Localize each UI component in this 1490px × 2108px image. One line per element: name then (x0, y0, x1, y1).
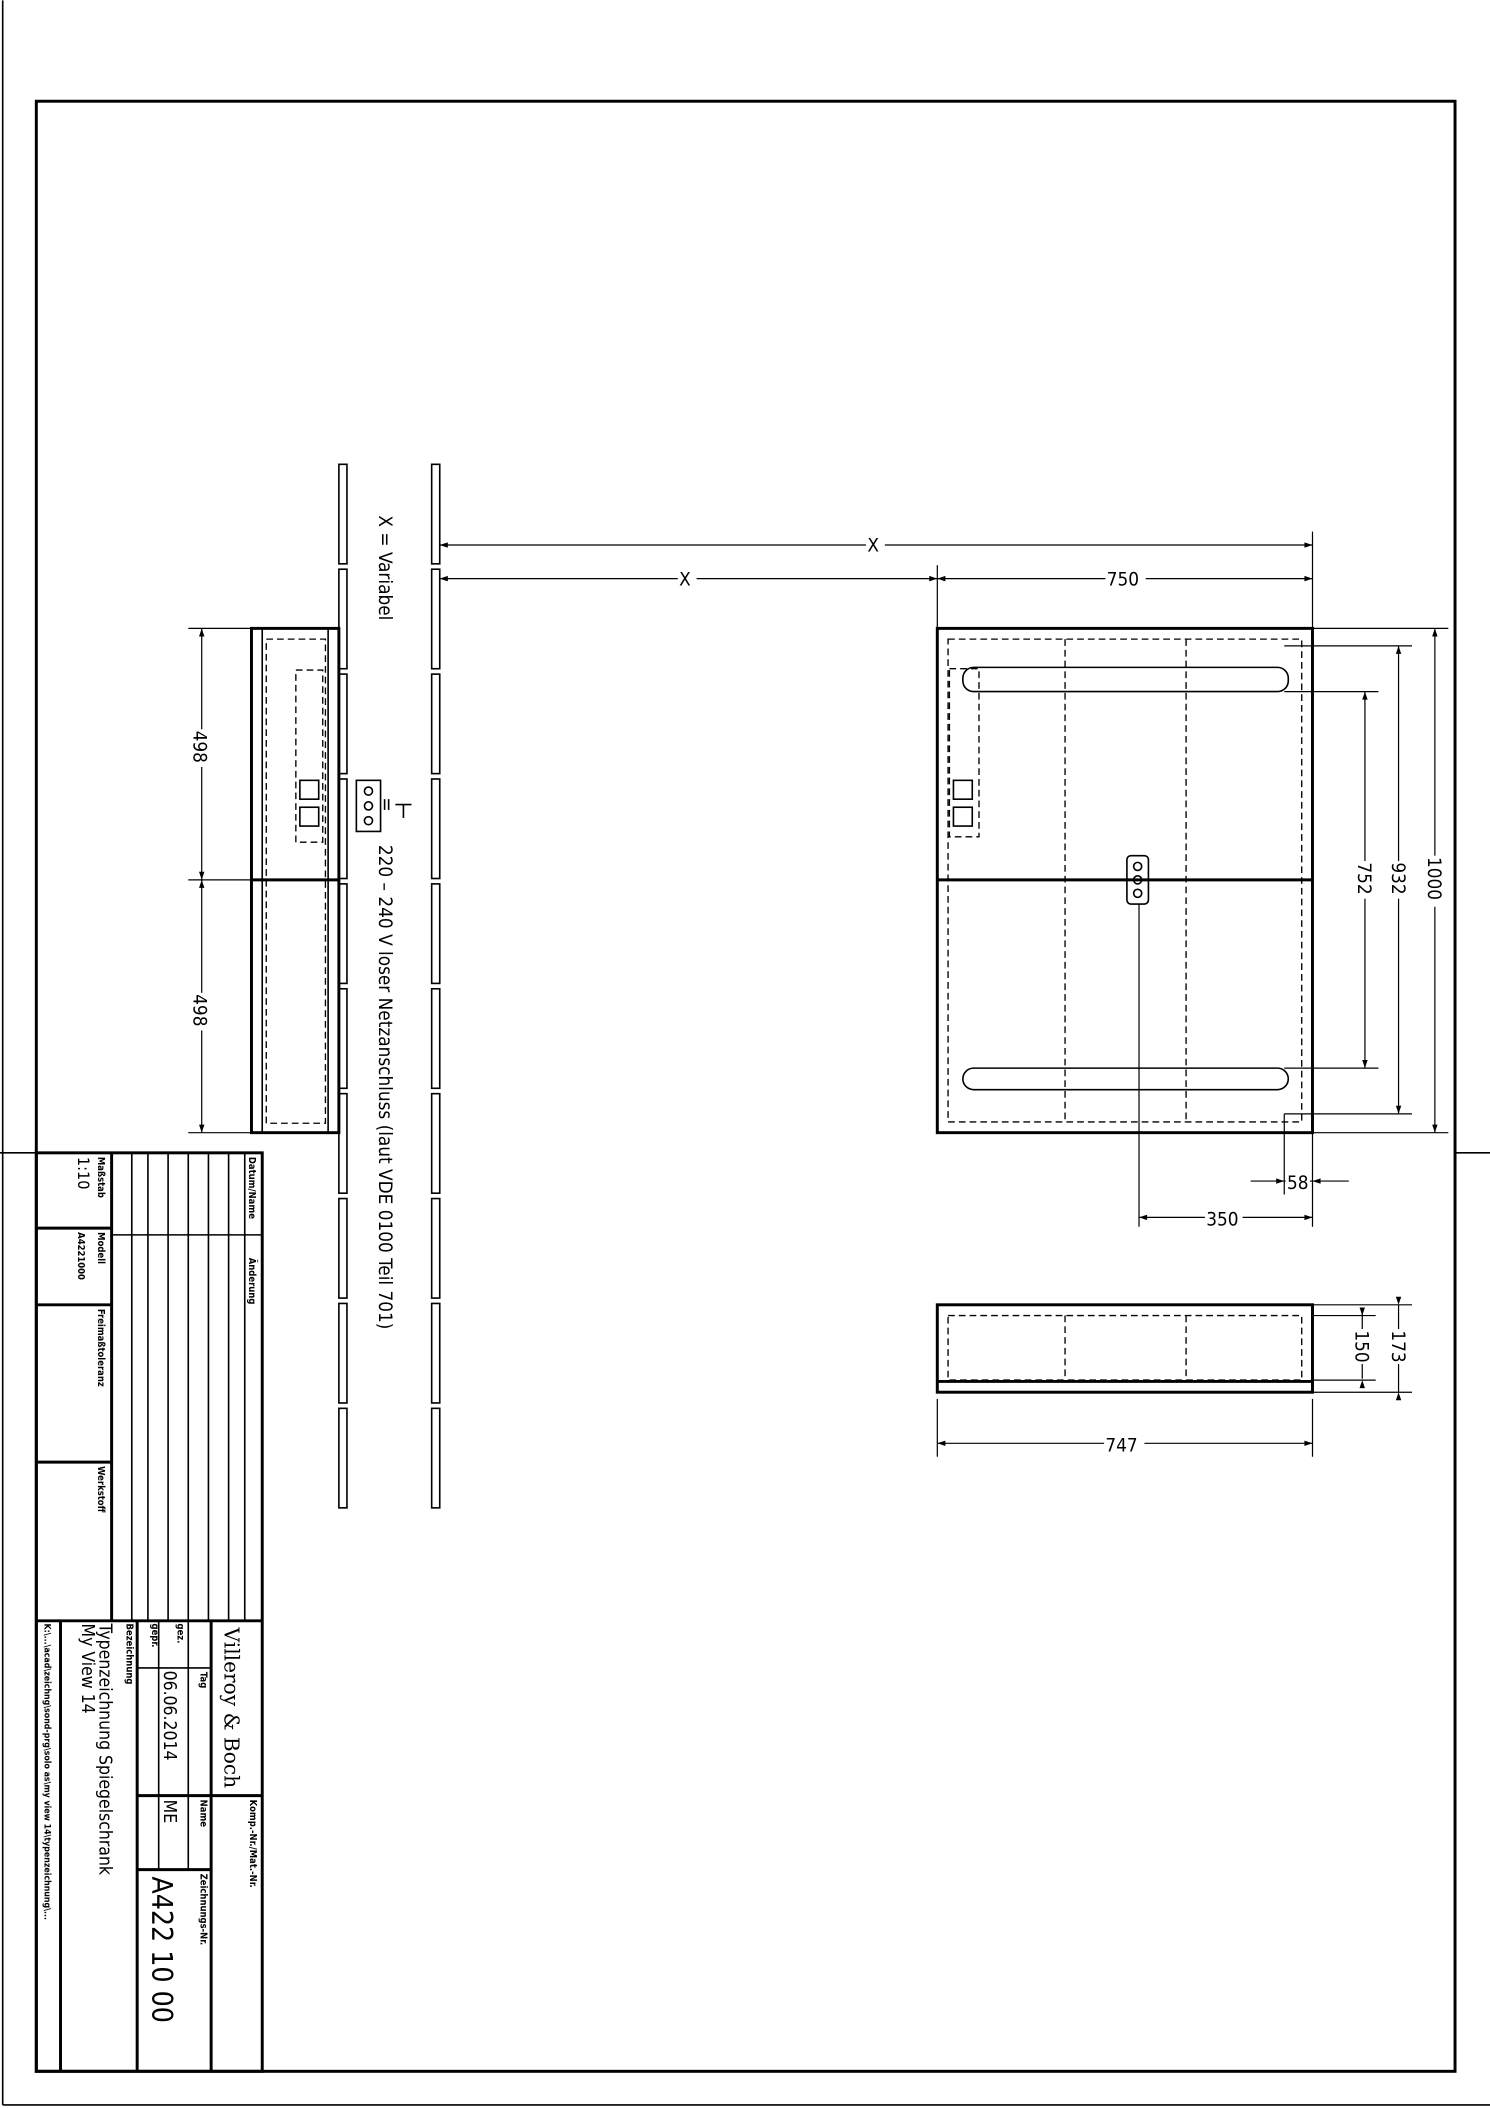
dim-350: 350 (1206, 1209, 1238, 1230)
gepr-label: gepr. (149, 1624, 160, 1648)
file-path: K:\...\acad\zeichng\sond-prg\solo as\my … (41, 1624, 51, 1920)
bezeichnung-line2: My View 14 (77, 1624, 97, 1714)
dimension-arrow (1395, 1392, 1402, 1401)
dimension-arrow (937, 1440, 946, 1446)
front-view (935, 626, 1314, 1227)
dimension-arrow (1304, 542, 1313, 548)
dimension-arrow (1395, 1105, 1402, 1114)
dim-side-top: 498 (189, 731, 210, 763)
wall-segment (338, 1197, 348, 1299)
dimension-arrow (1432, 628, 1438, 637)
gez-label: gez. (175, 1624, 186, 1644)
terminal-icon (355, 779, 412, 833)
dimension-arrow (1359, 1307, 1365, 1316)
dim-150: 150 (1351, 1330, 1372, 1362)
wall-segment (338, 463, 348, 565)
variable-note: X = Variabel (374, 515, 395, 620)
wall-segment (338, 568, 348, 670)
massstab-value: 1:10 (74, 1157, 93, 1190)
wall-section (338, 463, 441, 1509)
name-label: Name (197, 1800, 208, 1828)
komp-nr-label: Komp.-Nr./Mat.-Nr. (247, 1800, 258, 1888)
dimension-arrow (199, 871, 205, 880)
dimension-arrow (199, 628, 205, 637)
dimension-arrow (199, 1124, 205, 1133)
wall-segment (430, 778, 441, 880)
name-value: ME (159, 1800, 179, 1824)
dimension-arrow (1304, 1214, 1313, 1221)
dim-752: 752 (1353, 862, 1374, 894)
power-note: 220 – 240 V loser Netzanschluss (laut VD… (374, 845, 395, 1329)
wall-segment (338, 1092, 348, 1194)
wall-segment (430, 1092, 441, 1194)
dimension-arrow (1304, 575, 1313, 582)
dim-750: 750 (1107, 569, 1139, 590)
dim-x-total: X (867, 536, 879, 557)
bezeichnung-line1: Typenzeichnung Spiegelschrank (95, 1623, 115, 1876)
massstab-label: Maßstab (95, 1157, 106, 1198)
dimension-arrow (1359, 1380, 1365, 1389)
dimension-arrow (199, 879, 205, 888)
dimension-arrow (439, 542, 448, 548)
date-value: 06.06.2014 (159, 1671, 179, 1761)
werkstoff-label: Werkstoff (95, 1466, 106, 1512)
dim-58: 58 (1287, 1173, 1309, 1194)
wall-segment (430, 463, 441, 565)
bezeichnung-label: Bezeichnung (123, 1624, 134, 1685)
aenderung-label: Änderung (246, 1258, 257, 1305)
dim-x-wall: X (679, 569, 691, 590)
datum-name-label: Datum/Name (246, 1157, 257, 1219)
modell-label: Modell (95, 1232, 106, 1264)
dimension-arrow (1304, 1440, 1313, 1446)
wall-segment (430, 987, 441, 1090)
drawing-number: A422 10 00 (145, 1876, 178, 2023)
drawing-frame (34, 99, 1457, 2073)
dimension-arrow (1362, 1060, 1368, 1069)
dimension-arrow (439, 575, 448, 582)
dimension-arrow (1362, 691, 1368, 700)
side-view (188, 626, 341, 1135)
top-view (935, 1303, 1314, 1394)
wall-segment (430, 883, 441, 985)
wall-segment (430, 673, 441, 775)
dim-747: 747 (1105, 1435, 1137, 1456)
dimension-arrow (1395, 645, 1402, 654)
dimension-arrow (1432, 1124, 1438, 1133)
dimension-arrow (1312, 1178, 1321, 1184)
wall-segment (338, 1407, 348, 1509)
dim-side-bottom: 498 (189, 994, 210, 1026)
wall-segment (430, 568, 441, 670)
modell-value: A4221000 (75, 1232, 86, 1280)
wall-segment (430, 1197, 441, 1299)
dimension-arrow (1395, 1296, 1402, 1305)
dim-173: 173 (1387, 1330, 1408, 1362)
tag-label: Tag (197, 1672, 208, 1688)
dimension-arrow (1139, 1214, 1148, 1221)
dimension-arrow (929, 575, 938, 582)
wall-segment (430, 1302, 441, 1404)
dimension-arrow (937, 575, 946, 582)
wall-segment (430, 1407, 441, 1509)
dim-1000: 1000 (1423, 857, 1444, 900)
dimension-labels: X X 750 1000 932 752 58 350 150 173 747 (677, 532, 1447, 1456)
wall-segment (338, 1302, 348, 1404)
title-block-text: Datum/Name Änderung Maßstab 1:10 Modell … (41, 1157, 258, 2023)
dimension-arrow (1276, 1178, 1285, 1184)
dim-932: 932 (1387, 862, 1408, 894)
company-name: Villeroy & Boch (220, 1627, 244, 1789)
title-block (34, 1151, 264, 2073)
freimasstoleranz-label: Freimaßtoleranz (95, 1309, 106, 1387)
zeichnungs-nr-label: Zeichnungs-Nr. (197, 1874, 208, 1946)
